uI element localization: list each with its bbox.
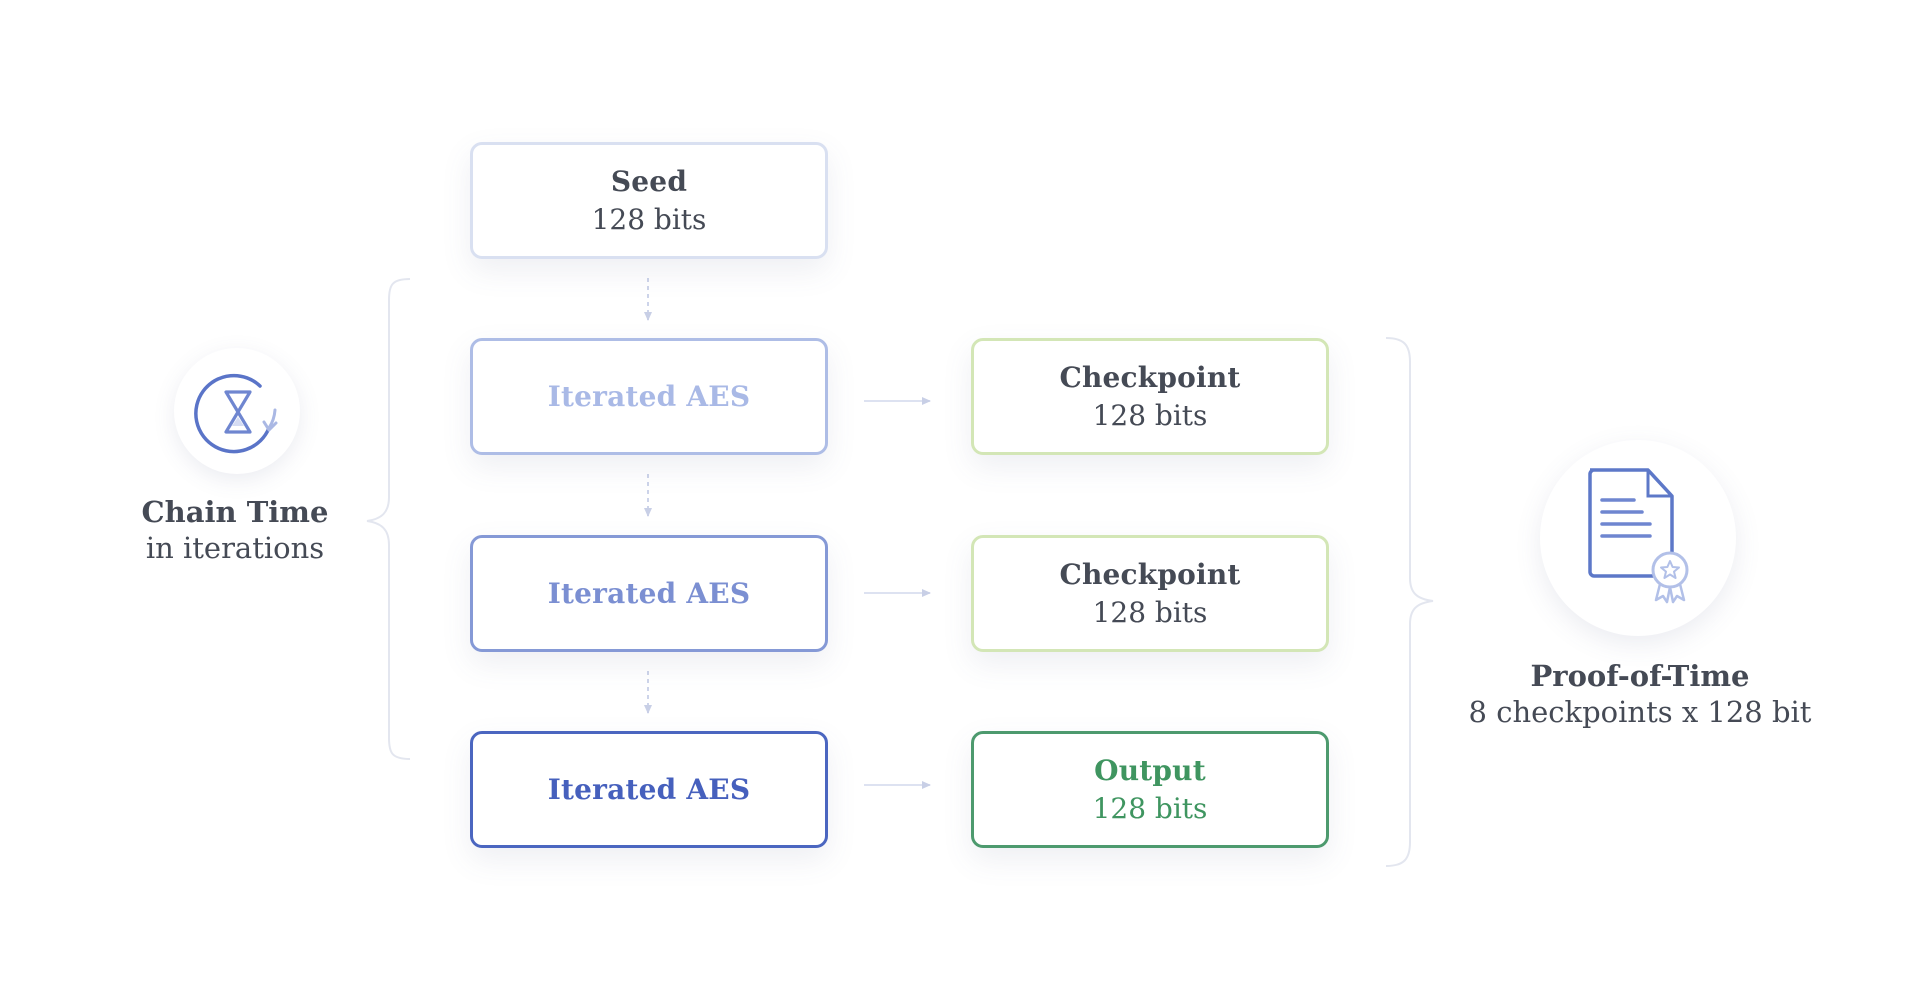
certificate-document-icon — [1540, 440, 1736, 636]
seed-title: Seed — [610, 164, 688, 198]
iterated-aes-box-2: Iterated AES — [470, 535, 828, 652]
output-title: Output — [1094, 753, 1206, 787]
proof-of-time-subtitle: 8 checkpoints x 128 bit — [1468, 695, 1812, 729]
iterated-aes-label: Iterated AES — [547, 379, 751, 413]
hourglass-cycle-icon — [174, 348, 300, 474]
iterated-aes-label: Iterated AES — [547, 576, 751, 610]
output-size: 128 bits — [1092, 791, 1208, 825]
checkpoint-box-2: Checkpoint 128 bits — [971, 535, 1329, 652]
checkpoint-title: Checkpoint — [1059, 360, 1241, 394]
chain-time-brace — [366, 278, 411, 760]
checkpoint-size: 128 bits — [1092, 398, 1208, 432]
checkpoint-size: 128 bits — [1092, 595, 1208, 629]
checkpoint-box-1: Checkpoint 128 bits — [971, 338, 1329, 455]
proof-of-time-title: Proof-of-Time — [1530, 659, 1750, 693]
seed-box: Seed 128 bits — [470, 142, 828, 259]
output-box: Output 128 bits — [971, 731, 1329, 848]
checkpoint-title: Checkpoint — [1059, 557, 1241, 591]
chain-time-subtitle: in iterations — [145, 531, 325, 565]
proof-of-time-label: Proof-of-Time 8 checkpoints x 128 bit — [1440, 658, 1840, 730]
proof-of-time-brace — [1385, 337, 1434, 867]
iterated-aes-box-3: Iterated AES — [470, 731, 828, 848]
chain-time-title: Chain Time — [141, 495, 329, 529]
chain-time-label: Chain Time in iterations — [120, 494, 350, 566]
iterated-aes-box-1: Iterated AES — [470, 338, 828, 455]
iterated-aes-label: Iterated AES — [547, 772, 751, 806]
seed-size: 128 bits — [591, 202, 707, 236]
